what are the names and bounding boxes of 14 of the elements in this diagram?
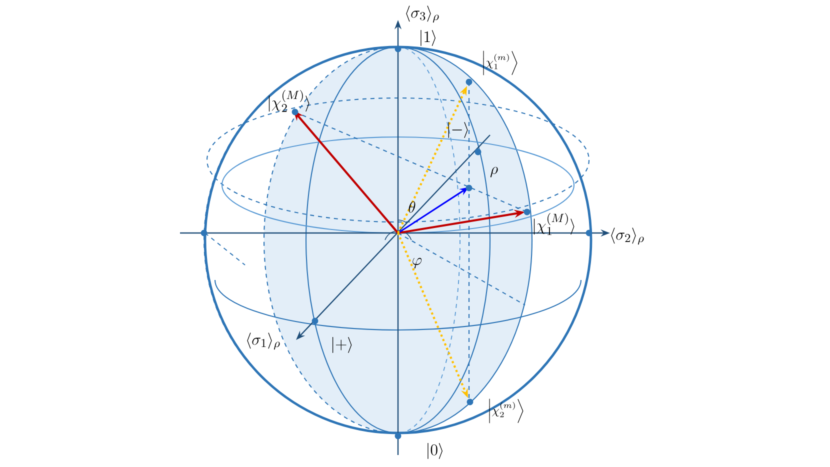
state-label: $|-\rangle$ [448, 122, 468, 138]
state-label: $\langle\sigma_1\rangle_\rho$ [247, 332, 280, 350]
state-label: $\varphi$ [412, 258, 422, 268]
state-label: $\langle\sigma_3\rangle_\rho$ [406, 6, 439, 23]
state-label: $\left|\chi_1^{(m)}\right\rangle$ [483, 50, 518, 76]
state-label: $|1\rangle$ [420, 30, 436, 46]
state-label: $\langle\sigma_2\rangle_\rho$ [611, 228, 644, 245]
state-label: $|0\rangle$ [428, 443, 442, 459]
state-label: $|\chi_2^{(M)}\rangle$ [268, 90, 310, 112]
state-label: $|+\rangle$ [332, 337, 352, 353]
state-label: $\left|\chi_2^{(m)}\right\rangle$ [489, 398, 524, 424]
state-label: $\theta$ [408, 201, 416, 213]
state-label: $\rho$ [490, 166, 498, 178]
state-label: $|\chi_1^{(M)}\rangle$ [534, 213, 574, 235]
